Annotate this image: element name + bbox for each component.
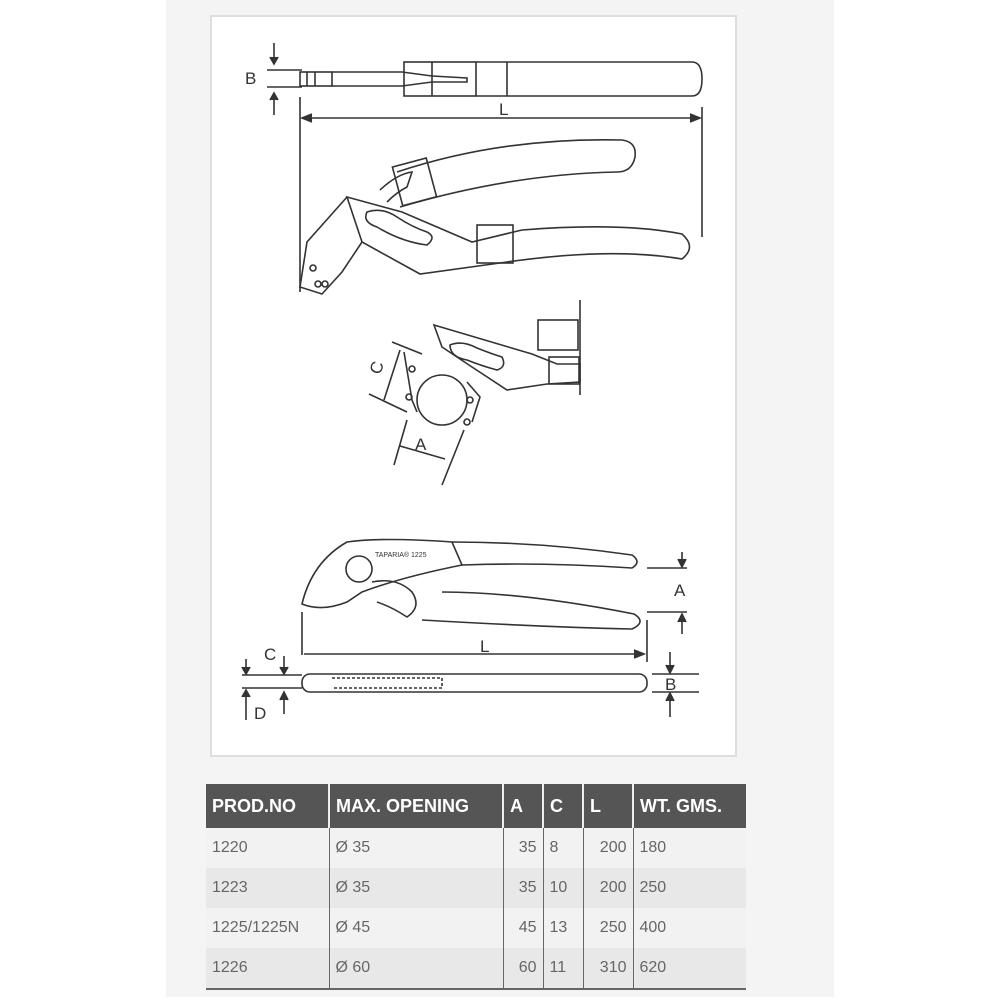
- jaw-detail-view: C A: [366, 300, 581, 486]
- dim-label-c-mid: C: [366, 359, 388, 377]
- cell-prod-no: 1226: [206, 948, 329, 990]
- cell-max-opening: Ø 45: [328, 908, 503, 948]
- cell-wt: 250: [632, 868, 746, 908]
- dim-label-l-bottom: L: [480, 637, 489, 656]
- cell-l: 310: [582, 948, 633, 990]
- table-header-row: PROD.NO MAX. OPENING A C L WT. GMS.: [206, 784, 746, 828]
- top-side-view: B L: [245, 43, 703, 295]
- col-prod-no: PROD.NO: [206, 784, 329, 828]
- table-row: 1223 Ø 35 35 10 200 250: [206, 868, 746, 908]
- cell-c: 10: [542, 868, 583, 908]
- cell-a: 35: [502, 828, 543, 868]
- dim-label-d-bottom: D: [254, 704, 266, 723]
- cell-prod-no: 1223: [206, 868, 329, 908]
- cell-a: 45: [502, 908, 543, 948]
- specifications-table: PROD.NO MAX. OPENING A C L WT. GMS. 1220…: [206, 784, 746, 990]
- col-max-opening: MAX. OPENING: [328, 784, 503, 828]
- cell-l: 250: [582, 908, 633, 948]
- cell-c: 8: [542, 828, 583, 868]
- cell-c: 13: [542, 908, 583, 948]
- cell-a: 60: [502, 948, 543, 990]
- dim-label-l-top: L: [499, 100, 508, 119]
- cell-l: 200: [582, 828, 633, 868]
- dim-label-c-bottom: C: [264, 645, 276, 664]
- technical-drawing: B L: [210, 15, 737, 757]
- cell-max-opening: Ø 35: [328, 828, 503, 868]
- tool-marking: TAPARIA® 1225: [375, 551, 427, 559]
- bottom-pliers-view: TAPARIA® 1225 A L B C D: [241, 538, 699, 723]
- cell-max-opening: Ø 60: [328, 948, 503, 990]
- table-row: 1226 Ø 60 60 11 310 620: [206, 948, 746, 990]
- cell-max-opening: Ø 35: [328, 868, 503, 908]
- col-wt: WT. GMS.: [632, 784, 746, 828]
- cell-wt: 620: [632, 948, 746, 990]
- dim-label-b-bottom: B: [665, 675, 676, 694]
- cell-wt: 400: [632, 908, 746, 948]
- cell-wt: 180: [632, 828, 746, 868]
- cell-prod-no: 1225/1225N: [206, 908, 329, 948]
- col-a: A: [502, 784, 543, 828]
- dim-label-a-mid: A: [415, 435, 427, 454]
- dim-label-a-bottom: A: [674, 581, 686, 600]
- col-l: L: [582, 784, 633, 828]
- cell-prod-no: 1220: [206, 828, 329, 868]
- col-c: C: [542, 784, 583, 828]
- table-row: 1220 Ø 35 35 8 200 180: [206, 828, 746, 868]
- dim-label-b-top: B: [245, 69, 256, 88]
- cell-l: 200: [582, 868, 633, 908]
- cell-c: 11: [542, 948, 583, 990]
- cell-a: 35: [502, 868, 543, 908]
- table-row: 1225/1225N Ø 45 45 13 250 400: [206, 908, 746, 948]
